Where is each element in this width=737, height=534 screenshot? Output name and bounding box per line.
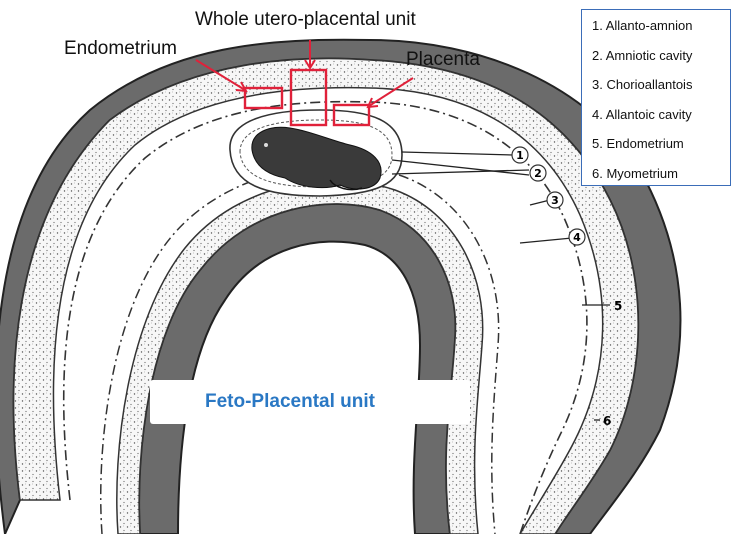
callout-4: 4 <box>569 229 585 245</box>
legend-item-allantoic-cavity: 4. Allantoic cavity <box>592 106 730 136</box>
callout-3: 3 <box>547 192 563 208</box>
callout-6-label: 6 <box>603 414 611 428</box>
placenta-label: Placenta <box>406 49 480 71</box>
legend-item-allanto-amnion: 1. Allanto-amnion <box>592 17 730 47</box>
feto-placental-unit-label: Feto-Placental unit <box>205 391 375 413</box>
callout-3-label: 3 <box>551 194 559 207</box>
callout-5-label: 5 <box>614 299 622 313</box>
callout-1-label: 1 <box>516 149 524 162</box>
whole-utero-placental-unit-label: Whole utero-placental unit <box>195 9 416 31</box>
legend-item-amniotic-cavity: 2. Amniotic cavity <box>592 47 730 77</box>
callout-2: 2 <box>530 165 546 181</box>
callout-4-label: 4 <box>573 231 581 244</box>
endometrium-label: Endometrium <box>64 38 177 60</box>
callout-2-label: 2 <box>534 167 542 180</box>
legend-box: 1. Allanto-amnion 2. Amniotic cavity 3. … <box>581 9 731 186</box>
legend-item-chorioallantois: 3. Chorioallantois <box>592 76 730 106</box>
legend-item-endometrium: 5. Endometrium <box>592 135 730 165</box>
callout-1: 1 <box>512 147 528 163</box>
legend-item-myometrium: 6. Myometrium <box>592 165 730 195</box>
